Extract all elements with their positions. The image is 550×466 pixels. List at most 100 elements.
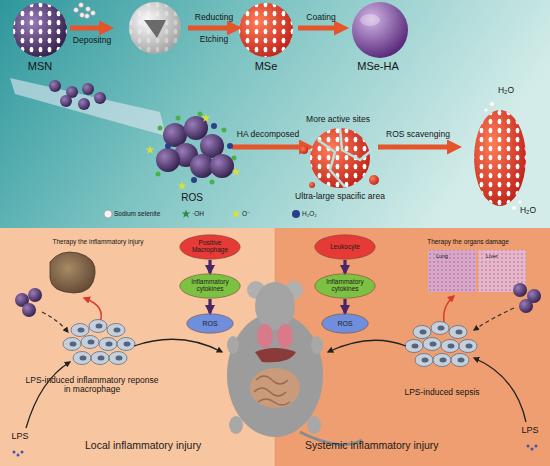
annotation-label: H₂O [491, 86, 521, 95]
injection-wedge [10, 78, 166, 136]
legend-text: H₂O₂ [302, 210, 317, 217]
ros-cluster [156, 148, 180, 172]
ros-species [156, 172, 161, 177]
ellipse-node: Positive Macrophage [179, 234, 241, 260]
selenite-particles [85, 14, 90, 19]
deposited-particle [129, 2, 181, 54]
annotation-label: Lung [430, 253, 454, 259]
annotation-label: MSe [241, 60, 291, 72]
annotation-label: More active sites [288, 115, 388, 124]
decomposed-particle [300, 146, 308, 154]
mse-particle [239, 3, 293, 57]
ros-cluster [163, 123, 187, 147]
ros-species [165, 123, 233, 183]
annotation-label: Coating [291, 13, 351, 22]
panel-band: Local inflammatory injury Positive Macrop… [0, 228, 275, 466]
ha-particles [49, 80, 106, 110]
scavenging-particle [512, 206, 516, 210]
ellipse-outline [315, 274, 375, 298]
decomposed-particle [310, 128, 370, 188]
mse-particle [239, 3, 293, 57]
ros-species [146, 146, 155, 154]
ellipse-node: ROS [186, 313, 234, 334]
ellipse-text-wrap: Leukocyte [314, 234, 376, 260]
band-title: Local inflammatory injury [85, 440, 255, 452]
legend-icon [182, 210, 191, 218]
ros-species [227, 143, 233, 149]
ros-species [210, 180, 215, 185]
ros-cluster [174, 143, 198, 167]
process-arrow [232, 145, 308, 150]
top-background [0, 0, 550, 228]
annotation-label: LPS [5, 432, 35, 442]
ros-species [146, 114, 241, 190]
annotation-label: LPS [515, 426, 545, 436]
ellipse-outline [322, 314, 368, 333]
scavenging-particle [490, 102, 494, 106]
ros-species [202, 114, 211, 122]
ellipse-outline [315, 235, 375, 259]
node-text: Positive Macrophage [179, 240, 241, 254]
mse-ha-particle [360, 14, 380, 26]
legend-icon [292, 210, 300, 218]
node-text: Leukocyte [324, 244, 366, 251]
ros-cluster [184, 116, 208, 140]
selenite-particles [80, 13, 85, 18]
selenite-particles [79, 3, 84, 8]
ellipse-text-wrap: Inflammatory cytokines [179, 273, 241, 299]
process-arrow [70, 26, 108, 31]
process-arrow [298, 26, 343, 31]
ellipse-text-wrap: ROS [321, 313, 369, 334]
mse-ha-particle [352, 2, 408, 58]
decomposed-particle [300, 128, 379, 188]
ros-species [232, 168, 241, 176]
annotation-label: Therapy the inflammatory injury [23, 238, 173, 245]
ellipse-text-wrap: ROS [186, 313, 234, 334]
ellipse-node: Inflammatory cytokines [314, 273, 376, 299]
legend-text: Sodium selenite [114, 210, 160, 217]
band-title: Systemic inflammatory injury [305, 440, 485, 452]
selenite-particles [91, 11, 96, 16]
annotation-label: ROS scavenging [373, 130, 463, 139]
selenite-particles [86, 7, 91, 12]
annotation-label: MSe-HA [348, 60, 408, 72]
ros-species [222, 128, 227, 133]
ellipse-node: ROS [321, 313, 369, 334]
msn-particle [13, 3, 67, 57]
ros-species [178, 182, 187, 190]
ha-particles [82, 83, 94, 95]
selenite-particles [74, 3, 96, 19]
annotation-label: Liver [480, 253, 504, 259]
ros-cluster [190, 154, 214, 178]
msn-particle [13, 3, 67, 57]
legend-text: O⁻ [242, 210, 251, 218]
ellipse-outline [180, 274, 240, 298]
annotation-label: ROS [172, 192, 212, 203]
decomposed-particle [340, 128, 372, 160]
ros-species [191, 177, 197, 183]
ellipse-text-wrap: Positive Macrophage [179, 234, 241, 260]
annotation-label: Reducting [184, 13, 244, 22]
annotation-label: Depositng [62, 36, 122, 45]
annotation-label: H₂O [513, 206, 543, 215]
ros-species [176, 116, 181, 121]
legend-icon [232, 210, 241, 218]
ros-cluster [156, 116, 234, 178]
annotation-label: LPS-induced inflammatory reponse in macr… [22, 376, 162, 395]
annotation-label: MSN [15, 60, 65, 72]
ellipse-node: Inflammatory cytokines [179, 273, 241, 299]
ros-species [165, 143, 171, 149]
scavenging-particle [519, 201, 522, 204]
annotation-label: Etching [184, 35, 244, 44]
deposited-particle [129, 2, 181, 54]
ros-species [232, 156, 237, 161]
ros-species [158, 126, 163, 131]
node-text: ROS [196, 320, 223, 327]
decomposed-particle [310, 128, 370, 188]
ha-particles [66, 86, 78, 98]
decomposed-particle [318, 140, 345, 187]
scavenging-particle [474, 110, 526, 206]
ros-cluster [200, 134, 224, 158]
ha-particles [94, 92, 106, 104]
panel-band: Systemic inflammatory injury LeukocyteInf… [275, 228, 550, 466]
